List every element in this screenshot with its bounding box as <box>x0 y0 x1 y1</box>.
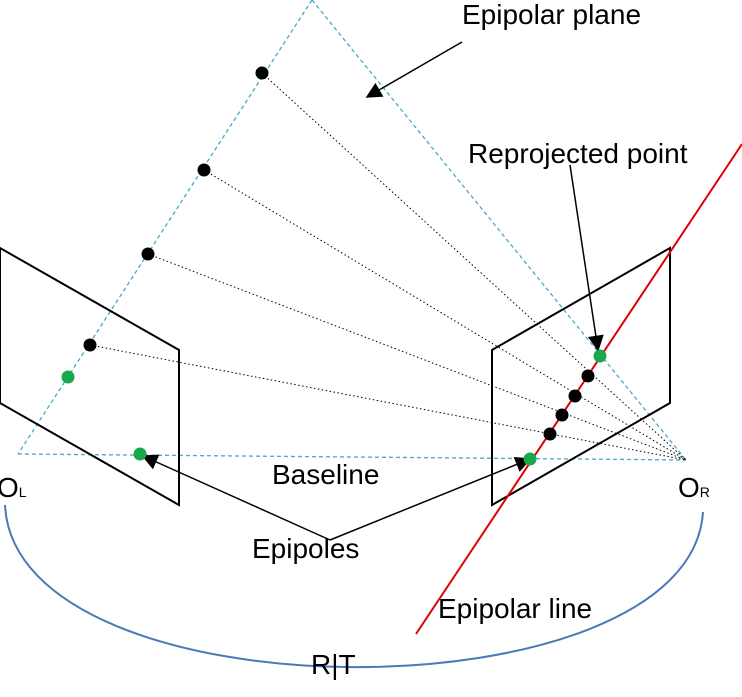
world-point <box>141 247 155 261</box>
left-origin-sub: L <box>19 484 27 500</box>
reprojected-point <box>593 349 607 363</box>
right-origin-main: O <box>678 472 700 503</box>
left-origin-label: OL <box>0 472 27 503</box>
projection-ray <box>147 253 687 461</box>
world-point <box>197 163 211 177</box>
green-points <box>61 349 607 466</box>
projection-rays <box>89 72 687 461</box>
epipolar-plane-label: Epipolar plane <box>462 0 641 30</box>
epipoles-arrow-right <box>329 456 532 541</box>
projected-points <box>543 369 595 441</box>
epipolar-plane-arrow <box>365 41 463 98</box>
projected-point <box>555 408 569 422</box>
left-origin-main: O <box>0 472 19 503</box>
right-origin-sub: R <box>700 484 710 500</box>
projected-point <box>581 369 595 383</box>
baseline-line <box>17 453 687 461</box>
epipolar-line-label: Epipolar line <box>438 593 592 624</box>
left-epipole <box>133 447 147 461</box>
left-image-plane <box>0 246 180 507</box>
world-point <box>255 66 269 80</box>
epipolar-line <box>415 143 742 635</box>
baseline-label: Baseline <box>272 459 379 490</box>
transform-arc <box>4 504 704 669</box>
projection-ray <box>89 344 687 461</box>
epipoles-arrow-left <box>141 454 331 541</box>
projected-point <box>568 389 582 403</box>
projection-ray <box>203 169 687 461</box>
reprojected-point-label: Reprojected point <box>468 138 688 169</box>
reprojected-point-arrow <box>569 164 604 352</box>
projection-ray <box>261 72 687 461</box>
projected-point <box>543 427 557 441</box>
right-epipole <box>523 452 537 466</box>
epipolar-plane-edge-left <box>17 0 313 455</box>
transform-label: R|T <box>311 649 356 680</box>
right-origin-label: OR <box>678 472 710 503</box>
epipolar-plane-edge-right <box>311 0 687 461</box>
left-image-point <box>61 370 75 384</box>
world-point <box>83 338 97 352</box>
world-points <box>83 66 269 352</box>
epipoles-label: Epipoles <box>252 533 359 564</box>
right-image-plane <box>491 246 671 507</box>
